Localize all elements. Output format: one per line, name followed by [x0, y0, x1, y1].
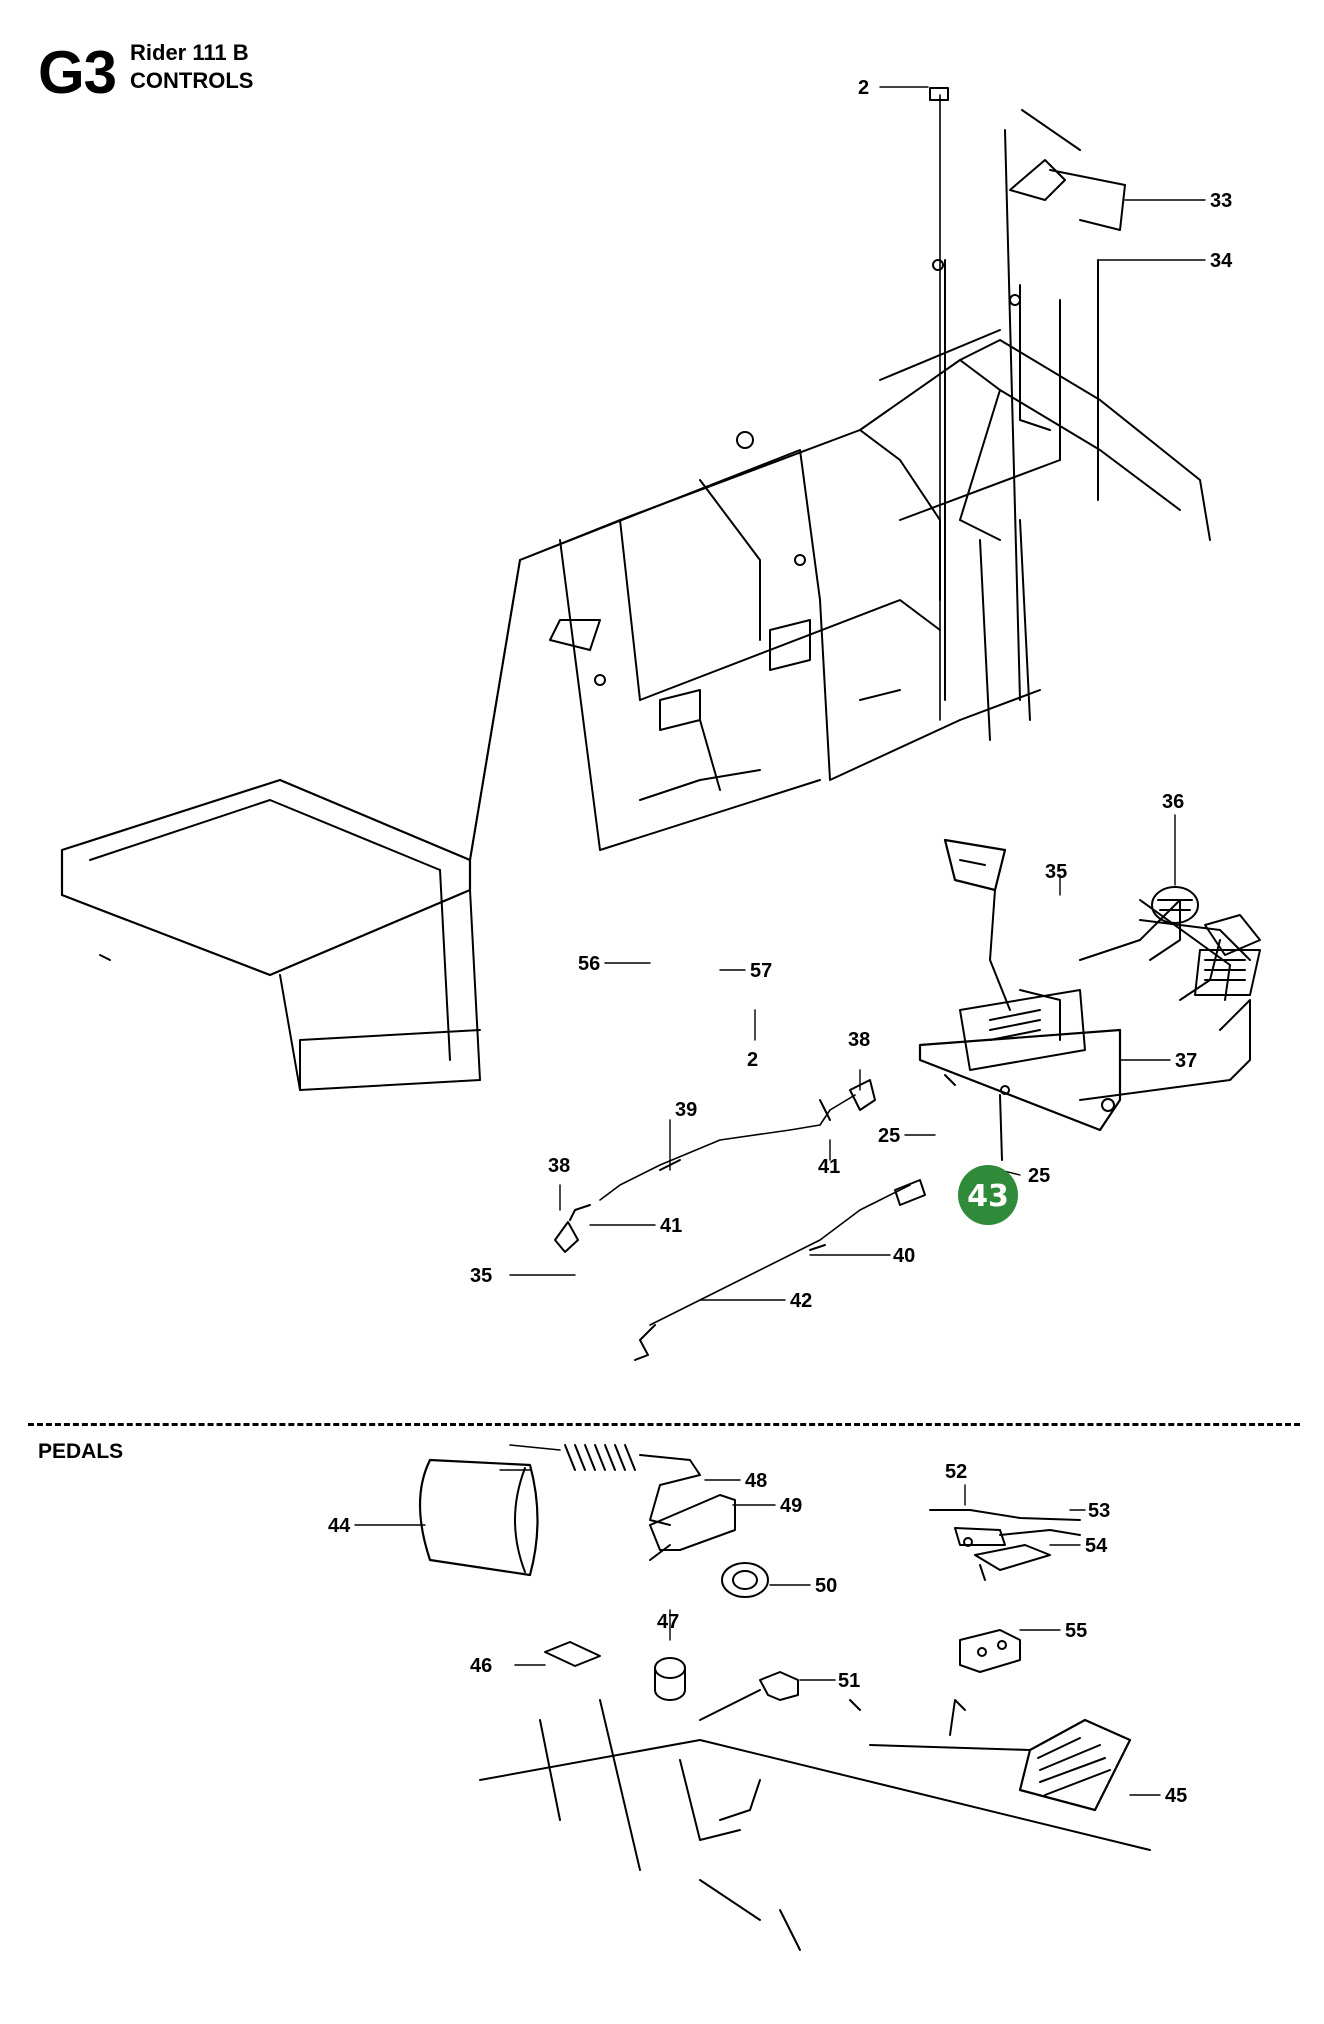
- callout-2a: 2: [858, 77, 869, 99]
- callout-40: 40: [893, 1245, 915, 1267]
- page-title: CONTROLS: [130, 68, 254, 93]
- callout-37: 37: [1175, 1050, 1197, 1072]
- callout-25b: 25: [1028, 1165, 1050, 1187]
- callout-25a: 25: [878, 1125, 900, 1147]
- leader-lines: [354, 86, 1206, 1796]
- callout-34: 34: [1210, 250, 1233, 272]
- callout-56: 56: [578, 953, 600, 975]
- callout-49: 49: [780, 1495, 802, 1517]
- callout-2b: 2: [747, 1049, 758, 1071]
- callout-41a: 41: [818, 1156, 840, 1178]
- cable-drawings: [554, 1079, 1001, 1361]
- callout-33: 33: [1210, 190, 1232, 212]
- callout-48: 48: [745, 1470, 767, 1492]
- callout-35a: 35: [1045, 861, 1067, 883]
- callout-55: 55: [1065, 1620, 1087, 1642]
- highlight-label: 43: [967, 1179, 1009, 1214]
- callout-51: 51: [838, 1670, 860, 1692]
- callout-52: 52: [945, 1461, 967, 1483]
- callout-41b: 41: [660, 1215, 682, 1237]
- section-code: G3: [38, 39, 117, 106]
- callout-labels: 2 33 34 36 35 56 57 2 38 37 39 25 41 25 …: [328, 77, 1233, 1807]
- frame-drawing: [60, 329, 1211, 1091]
- highlight-part-43[interactable]: 43: [958, 1165, 1018, 1225]
- callout-46: 46: [470, 1655, 492, 1677]
- callout-44: 44: [328, 1515, 351, 1537]
- callout-57: 57: [750, 960, 772, 982]
- section-divider: [28, 1423, 1300, 1426]
- model-name: Rider 111 B: [130, 40, 249, 65]
- callout-35b: 35: [470, 1265, 492, 1287]
- control-rods: [929, 87, 1126, 721]
- callout-38a: 38: [848, 1029, 870, 1051]
- callout-50: 50: [815, 1575, 837, 1597]
- section-title-pedals: PEDALS: [38, 1440, 124, 1463]
- callout-47: 47: [657, 1611, 679, 1633]
- callout-36: 36: [1162, 791, 1184, 813]
- callout-38b: 38: [548, 1155, 570, 1177]
- callout-54: 54: [1085, 1535, 1108, 1557]
- pedal-assembly: [918, 838, 1261, 1161]
- callout-53: 53: [1088, 1500, 1110, 1522]
- callout-42: 42: [790, 1290, 812, 1312]
- pedals-section-drawing: [418, 1444, 1151, 1951]
- callout-45: 45: [1165, 1785, 1187, 1807]
- callout-39: 39: [675, 1099, 697, 1121]
- highlight-badge[interactable]: [958, 1165, 1018, 1225]
